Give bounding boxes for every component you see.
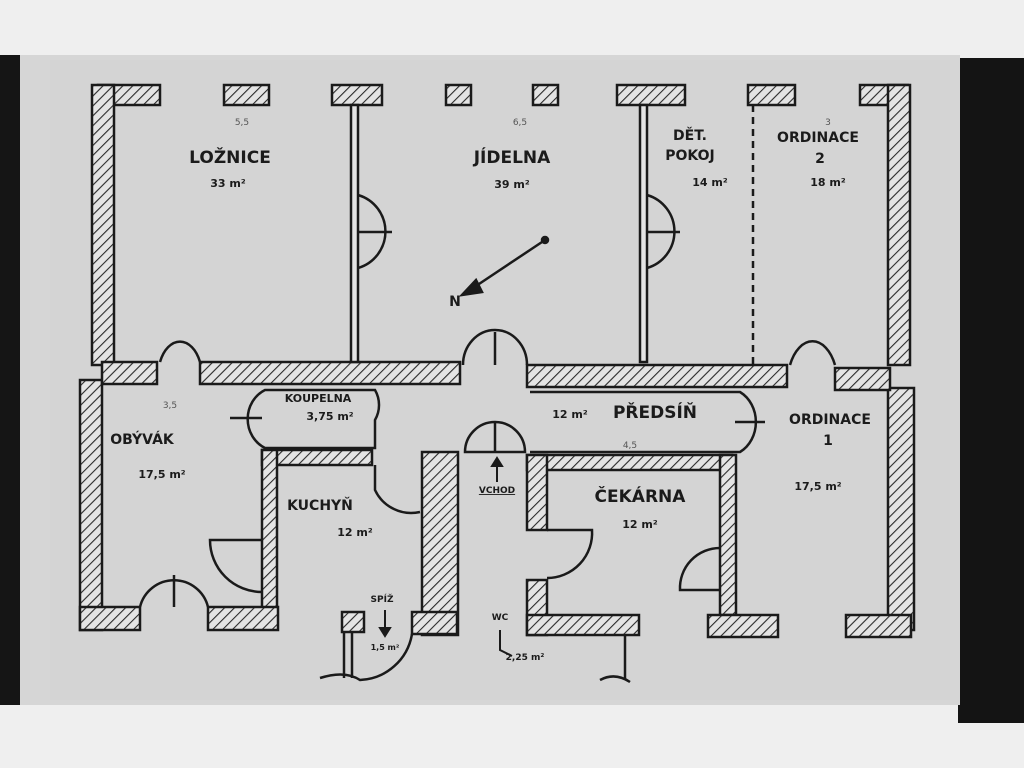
room-name-2: POKOJ xyxy=(665,148,715,164)
room-labels: LOŽNICE 33 m² JÍDELNA 39 m² DĚT. POKOJ 1… xyxy=(110,127,871,663)
room-name: KUCHYŇ xyxy=(287,497,353,514)
north-label: N xyxy=(449,294,461,310)
room-name: WC xyxy=(492,613,509,623)
room-area: 18 m² xyxy=(810,176,846,189)
room-name: ORDINACE xyxy=(789,412,871,428)
room-area: 12 m² xyxy=(552,408,588,421)
room-area: 12 m² xyxy=(622,518,658,531)
north-arrow xyxy=(458,235,550,297)
room-area: 1,5 m² xyxy=(371,643,400,652)
room-area: 3,75 m² xyxy=(306,410,353,423)
entrance-label: VCHOD xyxy=(479,486,515,496)
svg-text:3: 3 xyxy=(825,118,831,128)
room-name: ORDINACE xyxy=(777,130,859,146)
room-area: 14 m² xyxy=(692,176,728,189)
interior-partitions xyxy=(342,103,755,680)
room-name: LOŽNICE xyxy=(189,146,271,168)
room-name: PŘEDSÍŇ xyxy=(613,401,697,423)
room-area: 39 m² xyxy=(494,178,530,191)
room-name: OBÝVÁK xyxy=(110,430,175,448)
room-area: 17,5 m² xyxy=(138,468,185,481)
room-area: 33 m² xyxy=(210,177,246,190)
room-area: 2,25 m² xyxy=(506,653,545,663)
room-name: JÍDELNA xyxy=(473,146,551,168)
svg-text:3,5: 3,5 xyxy=(163,401,177,411)
room-name-2: 2 xyxy=(815,151,825,167)
room-name: KOUPELNA xyxy=(285,392,352,405)
room-name-2: 1 xyxy=(823,433,833,449)
room-area: 17,5 m² xyxy=(794,480,841,493)
door-swings xyxy=(138,193,837,684)
room-name: SPÍŽ xyxy=(371,593,394,605)
walls xyxy=(78,83,916,639)
dimension-labels: 5,5 6,5 3,5 4,5 3 xyxy=(163,118,831,451)
svg-text:6,5: 6,5 xyxy=(513,118,527,128)
room-name: DĚT. xyxy=(673,127,707,144)
arrows xyxy=(378,456,513,657)
dark-background-right xyxy=(958,58,1024,723)
room-area: 12 m² xyxy=(337,526,373,539)
svg-text:4,5: 4,5 xyxy=(623,441,637,451)
room-name: ČEKÁRNA xyxy=(595,485,687,507)
svg-text:5,5: 5,5 xyxy=(235,118,249,128)
